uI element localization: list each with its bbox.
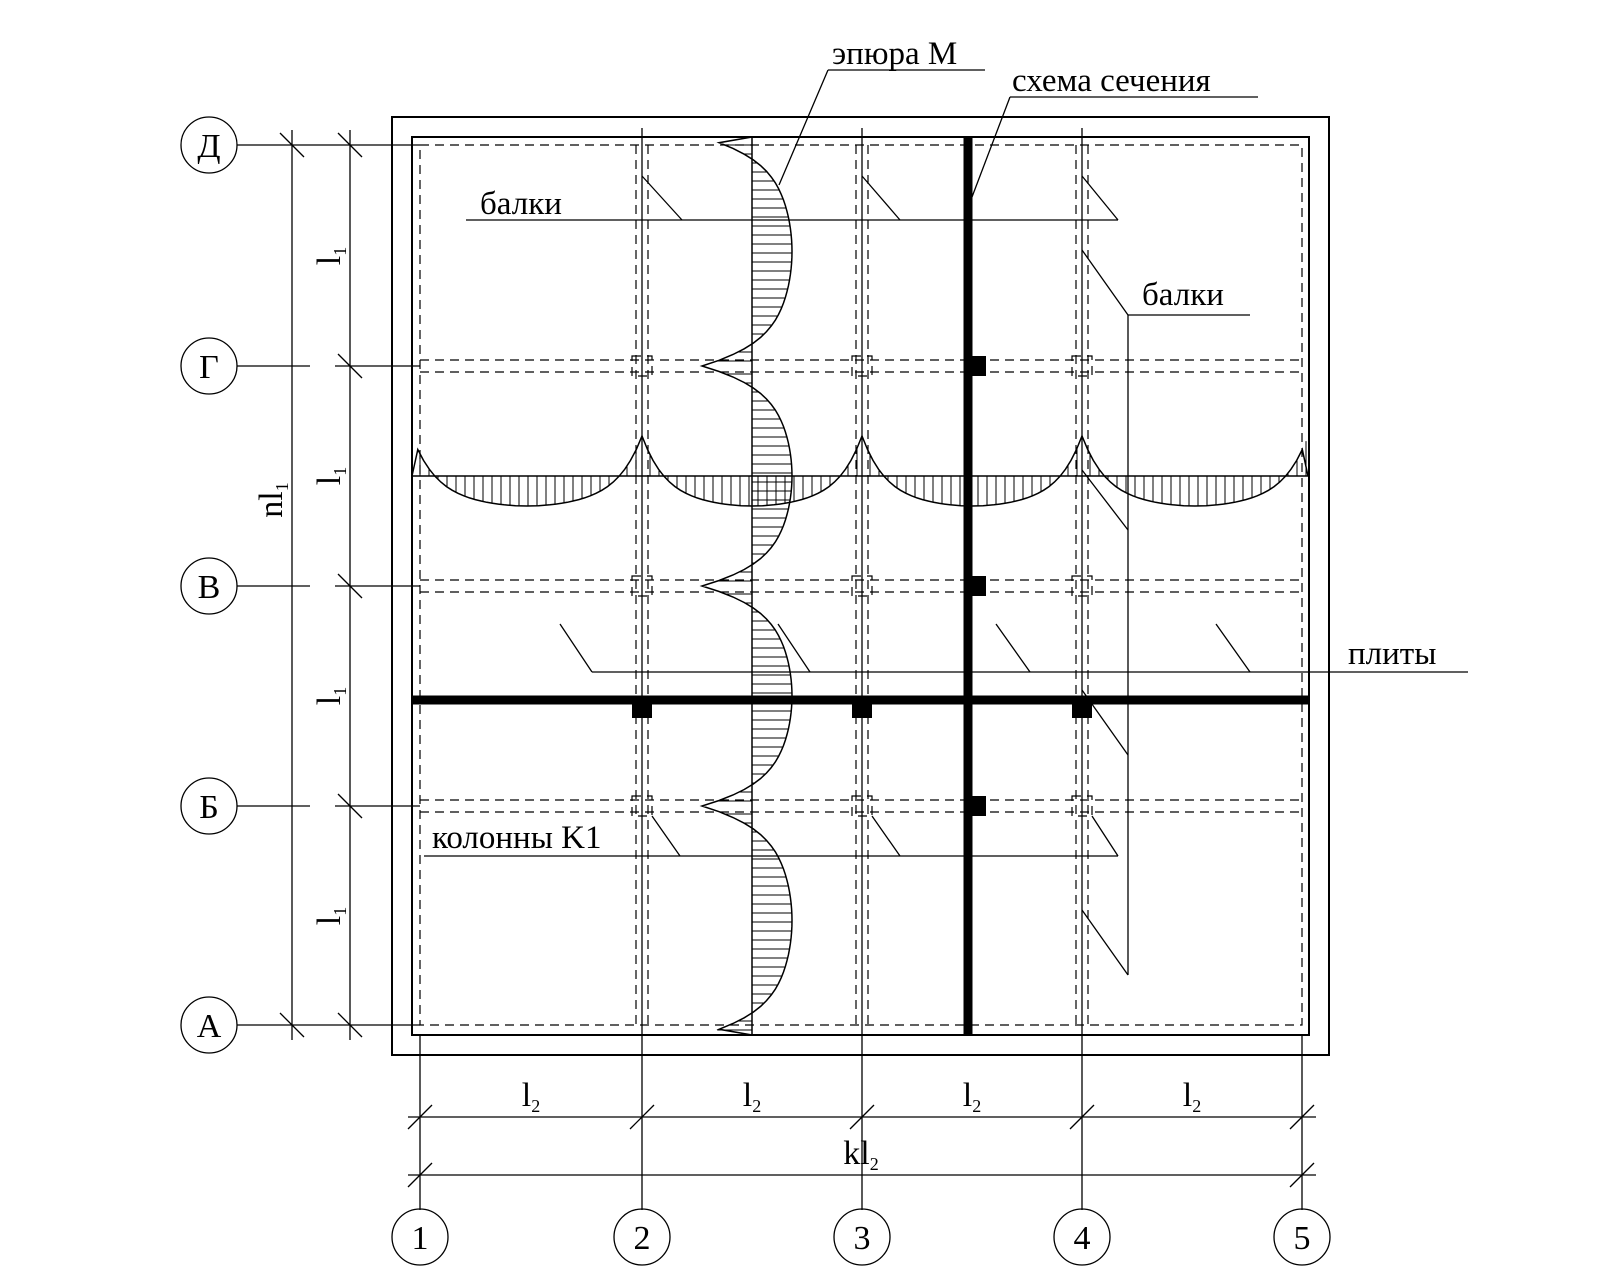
axis-marker-4: 4 [1053, 1208, 1111, 1266]
label-beams-top: балки [480, 186, 562, 222]
svg-text:nl1: nl1 [253, 482, 292, 517]
axis-marker-G: Г [180, 337, 238, 395]
svg-text:kl2: kl2 [843, 1135, 878, 1174]
axis-marker-1: 1 [391, 1208, 449, 1266]
svg-text:l2: l2 [522, 1077, 540, 1116]
label-beams-right: балки [1142, 277, 1224, 313]
left-dimension-texts: l1 l1 l1 l1 nl1 [253, 247, 350, 925]
svg-text:Б: Б [199, 789, 219, 826]
dashed-beam-lines [419, 144, 1303, 1026]
column-grid-lines [419, 128, 1303, 1210]
label-slabs: плиты [1348, 636, 1436, 672]
svg-text:l2: l2 [963, 1077, 981, 1116]
svg-text:4: 4 [1074, 1220, 1091, 1257]
horizontal-epure-hatching [419, 441, 1307, 506]
axis-marker-3: 3 [833, 1208, 891, 1266]
svg-text:3: 3 [854, 1220, 871, 1257]
svg-text:Г: Г [199, 349, 219, 386]
row-axis-markers: Д Г В Б А [180, 116, 238, 1054]
svg-text:1: 1 [412, 1220, 429, 1257]
axis-marker-5: 5 [1273, 1208, 1331, 1266]
svg-text:2: 2 [634, 1220, 651, 1257]
svg-text:l1: l1 [311, 907, 350, 925]
axis-marker-B: Б [180, 777, 238, 835]
axis-marker-V: В [180, 557, 238, 615]
horizontal-moment-diagram [411, 434, 1309, 507]
axis-marker-A: А [180, 996, 238, 1054]
axis-marker-D: Д [180, 116, 238, 174]
label-epure-m: эпюра M [832, 36, 957, 72]
bottom-dimension-lines [407, 1104, 1316, 1188]
svg-text:l1: l1 [311, 687, 350, 705]
section-columns [632, 356, 1092, 816]
svg-text:А: А [197, 1008, 222, 1045]
svg-text:l1: l1 [311, 247, 350, 265]
svg-text:l2: l2 [1183, 1077, 1201, 1116]
svg-text:5: 5 [1294, 1220, 1311, 1257]
building-outline-inner [411, 136, 1310, 1036]
column-axis-markers: 1 2 3 4 5 [391, 1208, 1331, 1266]
label-section-scheme: схема сечения [1012, 63, 1211, 99]
vertical-moment-diagram [699, 136, 793, 1036]
label-columns-k1: колонны K1 [432, 820, 601, 856]
svg-text:l1: l1 [311, 467, 350, 485]
vertical-epure-hatching [717, 144, 792, 1031]
leader-lines [424, 69, 1468, 976]
axis-marker-2: 2 [613, 1208, 671, 1266]
column-outlines [631, 355, 1093, 817]
bottom-dimension-texts: l2 l2 l2 l2 kl2 [522, 1077, 1201, 1174]
building-outline-outer [391, 116, 1330, 1056]
svg-text:Д: Д [197, 128, 220, 165]
left-dimension-lines [279, 130, 363, 1040]
svg-text:l2: l2 [743, 1077, 761, 1116]
svg-text:В: В [198, 569, 221, 606]
